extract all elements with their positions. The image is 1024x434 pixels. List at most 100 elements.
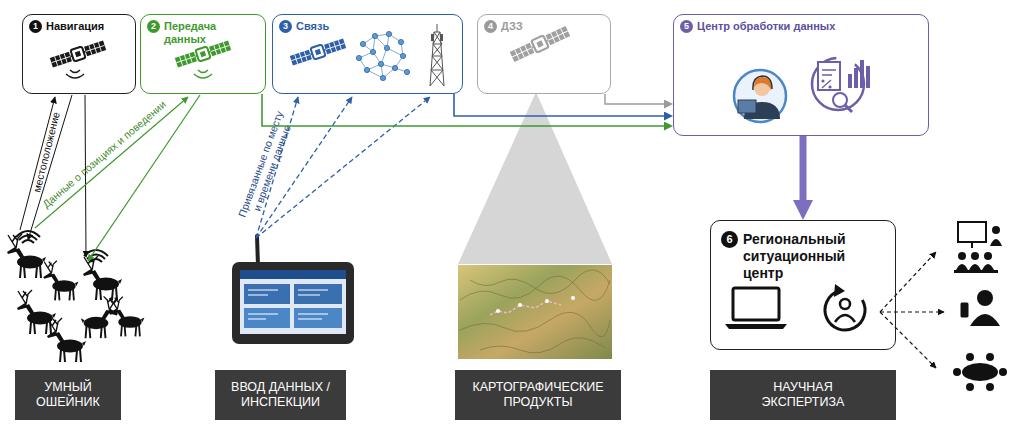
meeting-icon	[986, 353, 994, 361]
satellite-icon	[66, 70, 84, 78]
wifi-symbol	[84, 250, 108, 262]
box-title: Региональный ситуационный центр	[743, 231, 885, 282]
presentation-icon	[971, 242, 973, 248]
leader-arrow	[28, 95, 72, 240]
presentation-icon	[954, 270, 998, 273]
analytics-icon	[821, 79, 824, 82]
network-icon	[359, 34, 407, 78]
box-title: Навигация	[46, 20, 104, 33]
process-box: 6 Региональный ситуационный центр	[710, 220, 896, 350]
process-box: 5Центр обработки данных	[673, 14, 929, 136]
analytics-icon	[812, 58, 870, 112]
terrain-map	[518, 303, 522, 307]
box-heading: 6 Региональный ситуационный центр	[721, 231, 885, 282]
presentation-icon	[984, 252, 992, 260]
satellite-icon	[194, 70, 212, 78]
meeting-icon	[966, 383, 974, 391]
operator-icon	[753, 76, 772, 90]
terrain-map	[458, 265, 612, 359]
terrain-map	[496, 309, 500, 313]
process-box: 2Передача данных	[140, 14, 266, 94]
network-icon	[392, 65, 397, 70]
user-cycle-icon	[834, 284, 845, 297]
presentation-icon	[958, 222, 986, 242]
presentation-icon	[971, 252, 979, 260]
tablet-device	[244, 308, 290, 328]
reindeer-herd	[109, 297, 144, 337]
reindeer-herd	[47, 318, 86, 362]
caption-band: КАРТОГРАФИЧЕСКИЕ ПРОДУКТЫ	[455, 370, 621, 420]
network-icon	[400, 53, 405, 58]
tablet-device	[244, 284, 290, 304]
satellite-icon	[50, 25, 571, 78]
output-arrow	[880, 252, 944, 368]
tablet-device	[240, 270, 346, 334]
laptop-icon	[733, 288, 779, 320]
analytics-icon	[866, 66, 870, 88]
box-heading: 1Навигация	[29, 20, 129, 33]
terrain-map	[460, 270, 610, 353]
presentation-icon	[992, 226, 1000, 234]
network-icon	[360, 41, 365, 46]
user-cycle-icon	[840, 299, 850, 309]
meeting-icon	[966, 353, 974, 361]
band-text: НАУЧНАЯ ЭКСПЕРТИЗА	[746, 380, 860, 410]
leader-arrow	[20, 95, 430, 261]
analytics-icon	[845, 105, 852, 112]
user-cycle-icon	[835, 315, 855, 322]
mobile-user-icon	[960, 290, 1000, 326]
operator-icon	[738, 100, 756, 113]
box-heading: 2Передача данных	[147, 20, 259, 46]
network-icon	[404, 69, 409, 74]
analytics-icon	[812, 58, 864, 110]
output-arrow	[880, 311, 944, 312]
process-box: 4ДЗЗ	[477, 14, 611, 94]
reindeer-herd	[7, 234, 144, 362]
box-title: ДЗЗ	[501, 20, 523, 33]
process-box: 3Связь	[272, 14, 463, 94]
analytics-icon	[828, 85, 831, 88]
reindeer-herd	[17, 290, 56, 334]
reindeer-herd	[83, 256, 122, 300]
operator-icon	[734, 70, 786, 122]
reindeer-herd	[43, 261, 78, 301]
analytics-icon	[818, 62, 840, 90]
box-title: Связь	[296, 20, 329, 33]
callout-number: 6	[721, 231, 738, 248]
tablet-device	[248, 290, 328, 319]
radio-tower	[430, 24, 444, 86]
edge-label: Привязанные по месту и времени данные	[235, 106, 298, 225]
flow-connector	[454, 94, 668, 116]
analytics-icon	[822, 70, 836, 75]
network-icon	[380, 75, 385, 80]
analytics-icon	[854, 68, 858, 88]
box-title: Передача данных	[164, 20, 259, 46]
presentation-icon	[954, 222, 1002, 273]
network-icon	[356, 31, 409, 80]
meeting-icon	[962, 363, 998, 381]
laptop-icon	[725, 324, 787, 329]
radio-tower	[440, 34, 443, 41]
analytics-icon	[860, 60, 864, 88]
network-icon	[370, 49, 375, 54]
tablet-device	[232, 262, 354, 344]
presentation-icon	[956, 264, 994, 270]
mobile-user-icon	[960, 302, 969, 318]
tablet-device	[240, 270, 346, 279]
presentation-icon	[990, 239, 1002, 246]
satellite-icon	[50, 40, 107, 69]
sensing-beam	[458, 92, 612, 264]
analytics-icon	[848, 74, 852, 88]
flow-connector	[605, 94, 668, 104]
operator-icon	[734, 70, 786, 122]
terrain-map	[458, 265, 612, 359]
meeting-icon	[999, 368, 1007, 376]
user-cycle-icon	[825, 284, 865, 330]
user-cycle-icon	[825, 291, 865, 330]
tablet-device	[257, 236, 258, 266]
output-arrow	[880, 252, 936, 312]
terrain-map	[490, 301, 561, 315]
caption-band: УМНЫЙ ОШЕЙНИК	[15, 370, 121, 420]
radio-tower	[430, 24, 444, 86]
network-icon	[356, 55, 361, 60]
